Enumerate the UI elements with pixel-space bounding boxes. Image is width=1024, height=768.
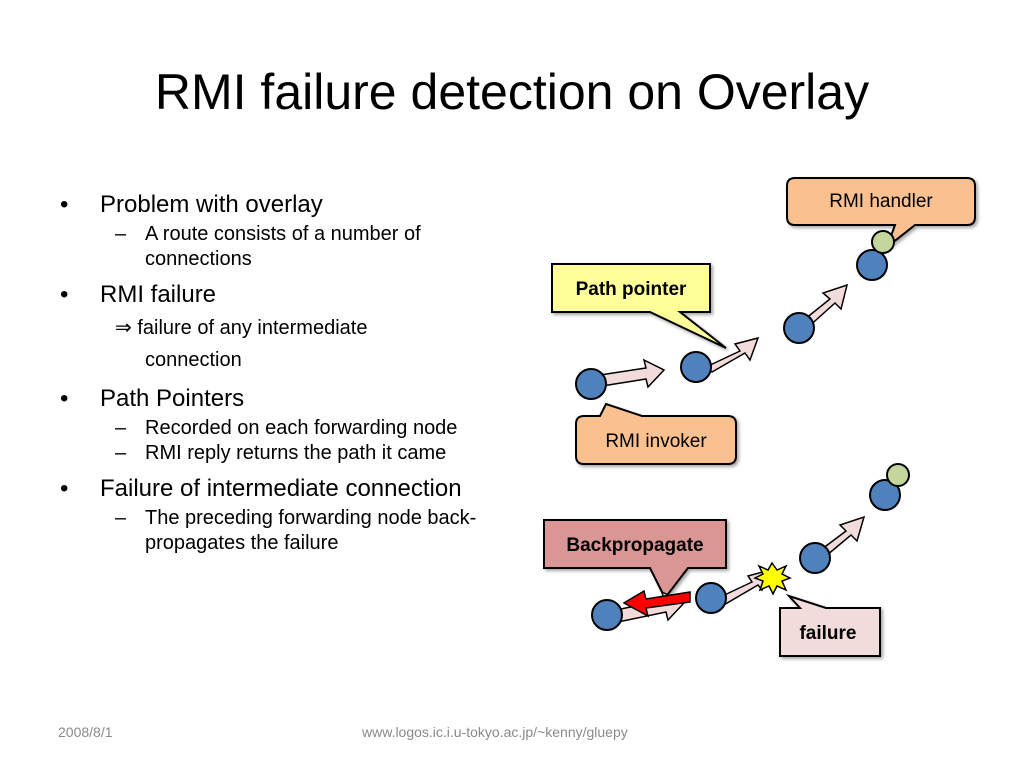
forwarding-node [856,249,888,281]
failure-callout [779,593,881,657]
sub-bullet-text: RMI reply returns the path it came [145,442,447,464]
bullet-text: Problem with overlay [100,191,323,218]
implication-text-2: connection [145,349,242,371]
forwarding-node [695,582,727,614]
footer-url: www.logos.ic.i.u-tokyo.ac.jp/~kenny/glue… [362,724,628,740]
invoker-node [591,599,623,631]
failure-burst-icon [753,561,792,596]
route-arrow [599,358,666,389]
forwarding-node [783,312,815,344]
footer-date: 2008/8/1 [58,724,113,740]
route-arrow [704,336,760,373]
callout-body [779,593,881,657]
sub-bullet-text: A route consists of a number of connecti… [145,223,421,270]
handler-node [886,463,910,487]
bullet-path-pointers: • Path Pointers – Recorded on each forwa… [56,384,506,466]
bullet-list: • Problem with overlay – A route consist… [56,182,506,556]
path-pointer-label: Path pointer [576,279,687,300]
callout-body [551,263,727,349]
bullet-marker: • [60,191,69,218]
bullet-text: RMI failure [100,281,217,308]
bullet-marker: • [60,475,69,502]
forwarding-node [799,542,831,574]
sub-bullet: – RMI reply returns the path it came [100,441,506,466]
forwarding-node [680,351,712,383]
rmi-invoker-label: RMI invoker [605,431,707,452]
bullet-text: Failure of intermediate connection [100,475,462,502]
callout-body [543,519,727,600]
callout-body [575,402,737,465]
dash-marker: – [115,223,127,245]
backpropagate-arrow [622,589,691,618]
path-pointer-callout [551,263,727,349]
bullet-rmi-failure: • RMI failure ⇒ failure of any intermedi… [56,280,506,376]
sub-bullet: – A route consists of a number of connec… [100,222,506,272]
sub-bullet: – Recorded on each forwarding node [100,416,506,441]
backpropagate-callout [543,519,727,600]
forwarding-node [869,479,901,511]
dash-marker: – [115,442,127,464]
sub-bullet-text: Recorded on each forwarding node [145,417,458,439]
callout-body [786,177,976,250]
slide-title: RMI failure detection on Overlay [154,64,870,120]
bullet-problem: • Problem with overlay – A route consist… [56,190,506,272]
implies-symbol: ⇒ [115,317,132,339]
backpropagate-label: Backpropagate [566,535,703,556]
dash-marker: – [115,507,127,529]
rmi-handler-label: RMI handler [829,191,933,212]
bullet-marker: • [60,385,69,412]
failure-label: failure [799,623,856,644]
dash-marker: – [115,417,127,439]
bullet-marker: • [60,281,69,308]
sub-bullet: – The preceding forwarding node back-pro… [100,506,506,556]
invoker-node [575,368,607,400]
bullet-text: Path Pointers [100,385,245,412]
bullet-intermediate-failure: • Failure of intermediate connection – T… [56,474,506,556]
rmi-invoker-callout [575,402,737,465]
rmi-handler-callout [786,177,976,250]
sub-bullet-text: The preceding forwarding node back-propa… [145,507,477,554]
handler-node [871,230,895,254]
implication-text-1: failure of any intermediate [137,317,368,339]
implication-line: ⇒ failure of any intermediate connection [100,312,506,376]
